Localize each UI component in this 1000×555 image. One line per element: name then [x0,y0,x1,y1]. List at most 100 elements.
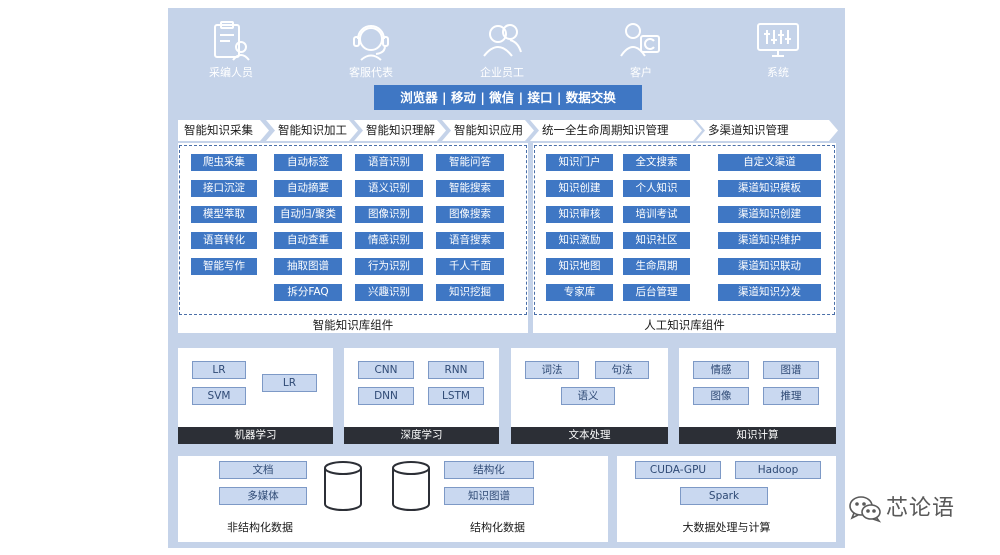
manual-portal-button[interactable]: 知识门户 [546,154,613,171]
manual-kb-dashed-frame [534,145,835,315]
channel-custom-button[interactable]: 自定义渠道 [718,154,821,171]
headset-agent-icon [353,25,389,61]
smart-voice-search-button[interactable]: 语音搜索 [436,232,504,249]
role-label: 客户 [630,66,652,79]
chip-rnn[interactable]: RNN [428,361,484,379]
wechat-icon [849,496,882,523]
smart-voice-recognition-button[interactable]: 语音识别 [355,154,423,171]
stage-multichannel-management: 多渠道知识管理 [696,120,838,141]
role-label: 采编人员 [209,66,253,79]
chip-hadoop[interactable]: Hadoop [735,461,821,479]
role-editor: 采编人员 [191,20,271,80]
tech-knowledge-computing: 情感 图谱 图像 推理 知识计算 [679,348,836,444]
tech-footer: 文本处理 [511,427,668,444]
manual-lifecycle-button[interactable]: 生命周期 [623,258,690,275]
manual-review-button[interactable]: 知识审核 [546,206,613,223]
manual-fulltext-search-button[interactable]: 全文搜索 [623,154,690,171]
channel-create-button[interactable]: 渠道知识创建 [718,206,821,223]
role-customer: 客户 [601,20,681,80]
chip-svm[interactable]: SVM [192,387,246,405]
system-monitor-icon [757,23,799,57]
chip-lr-2[interactable]: LR [262,374,317,392]
bigdata-box: CUDA-GPU Hadoop Spark 大数据处理与计算 [617,456,836,542]
smart-api-deposit-button[interactable]: 接口沉淀 [191,180,257,197]
stage-collection: 智能知识采集 [178,120,269,141]
smart-kb-dashed-frame [179,145,527,315]
chip-lstm[interactable]: LSTM [428,387,484,405]
chip-cnn[interactable]: CNN [358,361,414,379]
watermark-text: 芯论语 [886,496,956,521]
manual-admin-button[interactable]: 后台管理 [623,284,690,301]
tech-footer: 知识计算 [679,427,836,444]
stage-lifecycle-management: 统一全生命周期知识管理 [530,120,702,141]
smart-split-faq-button[interactable]: 拆分FAQ [274,284,342,301]
smart-knowledge-mining-button[interactable]: 知识挖掘 [436,284,504,301]
manual-training-exam-button[interactable]: 培训考试 [623,206,690,223]
chip-structured[interactable]: 结构化 [444,461,534,479]
smart-interest-recognition-button[interactable]: 兴趣识别 [355,284,423,301]
chip-documents[interactable]: 文档 [219,461,307,479]
channel-template-button[interactable]: 渠道知识模板 [718,180,821,197]
smart-crawler-button[interactable]: 爬虫采集 [191,154,257,171]
chip-knowledge-graph[interactable]: 知识图谱 [444,487,534,505]
channel-distribute-button[interactable]: 渠道知识分发 [718,284,821,301]
manual-kb-title: 人工知识库组件 [644,318,725,332]
chip-image[interactable]: 图像 [693,387,749,405]
chip-syntax[interactable]: 句法 [595,361,649,379]
tech-footer: 深度学习 [344,427,499,444]
smart-graph-extract-button[interactable]: 抽取图谱 [274,258,342,275]
manual-create-button[interactable]: 知识创建 [546,180,613,197]
smart-emotion-recognition-button[interactable]: 情感识别 [355,232,423,249]
smart-auto-dedupe-button[interactable]: 自动查重 [274,232,342,249]
chip-sentiment[interactable]: 情感 [693,361,749,379]
chip-lexical[interactable]: 词法 [525,361,579,379]
architecture-panel: 采编人员 客服代表 企业员工 客户 [168,8,845,548]
smart-auto-tag-button[interactable]: 自动标签 [274,154,342,171]
role-system: 系统 [738,20,818,80]
structured-database-icon [392,461,430,511]
manual-experts-button[interactable]: 专家库 [546,284,613,301]
chip-graph[interactable]: 图谱 [763,361,819,379]
smart-writing-button[interactable]: 智能写作 [191,258,257,275]
chip-cuda-gpu[interactable]: CUDA-GPU [635,461,721,479]
employees-group-icon [483,24,522,57]
smart-auto-summary-button[interactable]: 自动摘要 [274,180,342,197]
manual-community-button[interactable]: 知识社区 [623,232,690,249]
smart-image-recognition-button[interactable]: 图像识别 [355,206,423,223]
smart-qa-button[interactable]: 智能问答 [436,154,504,171]
channel-link-button[interactable]: 渠道知识联动 [718,258,821,275]
manual-personal-knowledge-button[interactable]: 个人知识 [623,180,690,197]
stage-application: 智能知识应用 [442,120,534,141]
smart-model-extract-button[interactable]: 模型萃取 [191,206,257,223]
smart-search-button[interactable]: 智能搜索 [436,180,504,197]
smart-behavior-recognition-button[interactable]: 行为识别 [355,258,423,275]
smart-semantic-recognition-button[interactable]: 语义识别 [355,180,423,197]
smart-image-search-button[interactable]: 图像搜索 [436,206,504,223]
smart-kb-title: 智能知识库组件 [312,318,394,332]
role-employee: 企业员工 [462,20,542,80]
channel-maintain-button[interactable]: 渠道知识维护 [718,232,821,249]
chip-lr[interactable]: LR [192,361,246,379]
chip-reasoning[interactable]: 推理 [763,387,819,405]
storage-data-box: 文档 多媒体 结构化 知识图谱 非结构化数据 结构化数据 [178,456,608,542]
chip-multimedia[interactable]: 多媒体 [219,487,307,505]
unstructured-data-label: 非结构化数据 [227,521,293,534]
chip-spark[interactable]: Spark [680,487,768,505]
tech-deep-learning: CNN RNN DNN LSTM 深度学习 [344,348,499,444]
customer-card-icon [620,23,660,57]
chip-semantics[interactable]: 语义 [561,387,615,405]
manual-incentive-button[interactable]: 知识激励 [546,232,613,249]
chip-dnn[interactable]: DNN [358,387,414,405]
role-service-agent: 客服代表 [331,20,411,80]
stage-processing: 智能知识加工 [266,120,358,141]
access-channels-bar: 浏览器 | 移动 | 微信 | 接口 | 数据交换 [374,85,642,110]
smart-personalized-button[interactable]: 千人千面 [436,258,504,275]
smart-auto-cluster-button[interactable]: 自动归/聚类 [274,206,342,223]
bigdata-label: 大数据处理与计算 [682,521,771,534]
tech-machine-learning: LR SVM LR 机器学习 [178,348,333,444]
tech-footer: 机器学习 [178,427,333,444]
role-label: 企业员工 [480,66,524,79]
role-label: 系统 [767,66,789,79]
manual-map-button[interactable]: 知识地图 [546,258,613,275]
smart-speech-convert-button[interactable]: 语音转化 [191,232,257,249]
